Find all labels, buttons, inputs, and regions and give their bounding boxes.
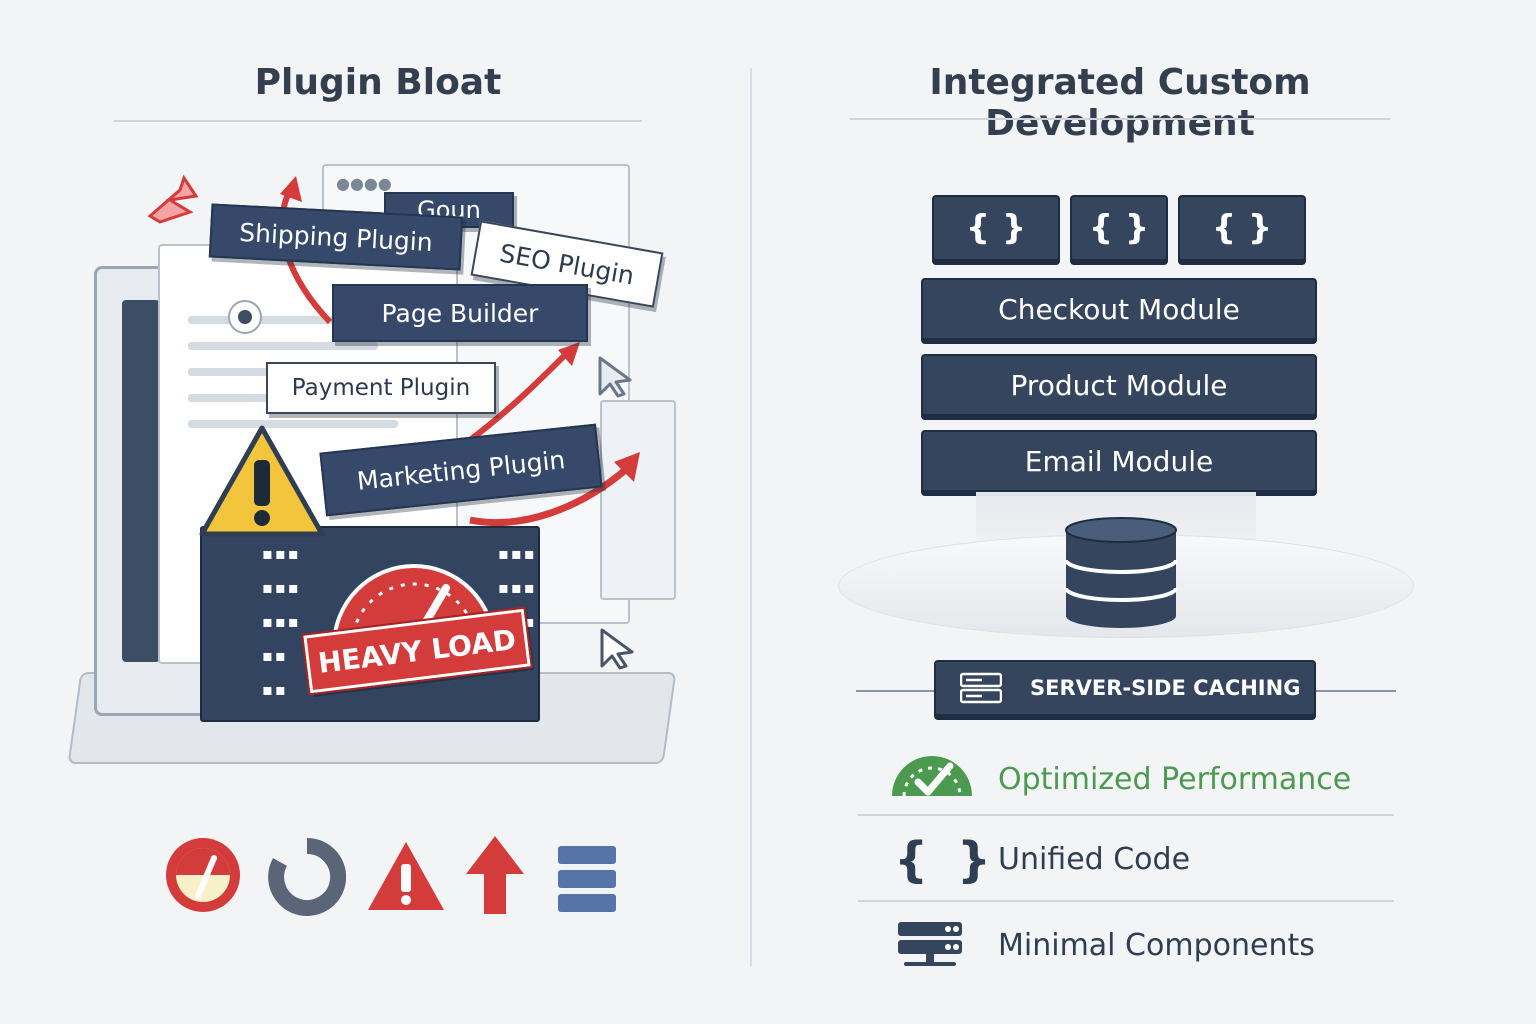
left-title-rule [114, 120, 642, 122]
server-side-caching-bar: SERVER-SIDE CACHING [934, 660, 1316, 716]
center-divider [750, 68, 752, 966]
server-stack-icon [558, 846, 616, 912]
server-icon [960, 672, 1002, 704]
server-led-dots: ▪▪▪ [262, 612, 301, 631]
window-dots: ●●●● [336, 174, 392, 193]
code-block: { } [1070, 195, 1168, 261]
warning-icon [368, 842, 444, 910]
arrow-head [280, 176, 302, 202]
right-title: Integrated Custom Development [929, 62, 1311, 144]
benefit-divider [858, 900, 1394, 902]
server-led-dots: ▪▪ [262, 680, 288, 699]
cursor-icon [600, 628, 634, 670]
text-line [188, 420, 398, 428]
cursor-icon [598, 356, 632, 398]
benefit-divider [858, 814, 1394, 816]
speedometer-icon [166, 838, 240, 912]
browser-window [600, 400, 676, 600]
text-line [188, 342, 378, 350]
server-led-dots: ▪▪▪ [498, 578, 537, 597]
caching-line-left [856, 690, 934, 692]
benefit-unified-code: Unified Code [998, 842, 1191, 877]
database-icon [1064, 517, 1178, 628]
code-panel [122, 300, 160, 662]
curved-arrow [469, 463, 633, 526]
server-led-dots: ▪▪▪ [498, 544, 537, 563]
caching-label: SERVER-SIDE CACHING [1030, 676, 1301, 700]
server-led-dots: ▪▪▪ [262, 578, 301, 597]
loading-icon [268, 838, 346, 916]
server-led-dots: ▪▪ [262, 646, 288, 665]
loading-circle-icon [228, 300, 262, 334]
text-line [188, 316, 408, 324]
arrow-head [614, 452, 640, 482]
email-module: Email Module [921, 430, 1317, 492]
gauge-check-icon [892, 756, 972, 797]
zigzag-arrow-icon [147, 174, 199, 224]
page-builder-tag: Page Builder [332, 284, 588, 342]
server-led-dots: ▪▪▪ [262, 544, 301, 563]
up-arrow-icon [466, 836, 524, 914]
code-block: { } [1178, 195, 1306, 261]
left-title: Plugin Bloat [254, 62, 502, 103]
arrow-head [558, 342, 580, 366]
payment-plugin-tag: Payment Plugin [266, 362, 496, 414]
warning-triangle-icon [199, 425, 325, 537]
right-title-rule [850, 118, 1390, 120]
benefit-optimized-performance: Optimized Performance [998, 762, 1352, 797]
checkout-module: Checkout Module [921, 278, 1317, 340]
benefit-minimal-components: Minimal Components [998, 928, 1315, 963]
curly-braces-icon: { } [894, 832, 998, 888]
server-icon [898, 922, 962, 966]
product-module: Product Module [921, 354, 1317, 416]
curved-arrow [468, 347, 573, 443]
caching-line-right [1316, 690, 1396, 692]
code-block: { } [932, 195, 1060, 261]
